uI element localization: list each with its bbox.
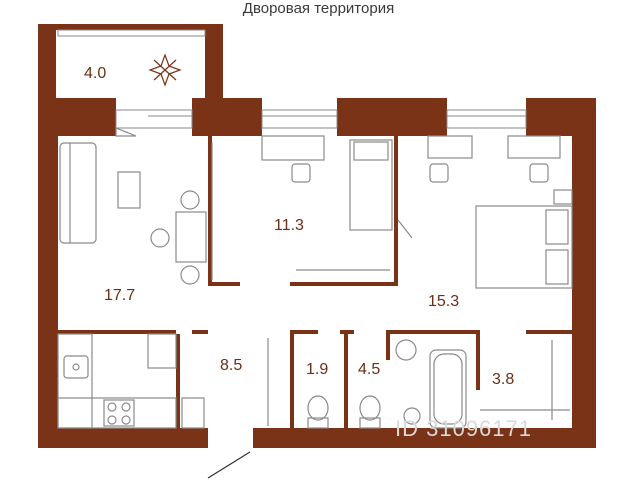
window-living <box>115 109 193 129</box>
bottom-wall-right <box>253 428 596 448</box>
wall-hall-top-left <box>58 330 176 334</box>
wall-wardrobe-top <box>526 330 572 334</box>
area-hall: 8.5 <box>220 357 242 374</box>
walls <box>38 24 596 448</box>
wall-wardrobe-left <box>476 330 480 390</box>
balcony-wall-top <box>38 24 223 30</box>
double-bed <box>475 205 573 289</box>
pillow-2 <box>545 249 569 285</box>
watermark: ID 31096171 <box>395 416 532 441</box>
wall-bedroom-bottom-2 <box>290 282 398 286</box>
chair-l <box>429 163 449 183</box>
desk-left <box>427 135 473 159</box>
kitchen-counter-left <box>57 333 93 429</box>
chair-2 <box>150 228 170 248</box>
area-wc: 1.9 <box>306 361 328 378</box>
room-labels: 4.0 17.7 11.3 15.3 8.5 1.9 4.5 3.8 <box>84 65 514 388</box>
area-balcony: 4.0 <box>84 65 106 82</box>
stove <box>103 399 135 427</box>
area-wardrobe: 3.8 <box>492 371 514 388</box>
window-bedroom-small <box>261 109 338 129</box>
window-sills <box>58 35 526 117</box>
wall-hall-top-mid <box>192 330 208 334</box>
area-bedroom-small: 11.3 <box>274 217 304 234</box>
pillow-1 <box>545 209 569 245</box>
compass-icon <box>148 53 182 87</box>
chair-3 <box>180 265 200 285</box>
pillow <box>353 141 389 161</box>
door-swing <box>397 219 413 239</box>
balcony-door-swing <box>115 127 137 137</box>
yard-caption: Дворовая территория <box>242 0 395 17</box>
chair-1 <box>180 190 200 210</box>
bedroom-small-furniture <box>211 135 393 280</box>
fridge <box>147 333 177 369</box>
wall-living-bedroom <box>208 136 212 286</box>
washer <box>181 397 205 429</box>
wall-wc-top <box>290 330 318 334</box>
wall-bath-top-2 <box>386 330 476 334</box>
toilet-wc <box>307 395 329 421</box>
wall-wc-left <box>290 330 294 430</box>
coffee-table <box>117 171 141 209</box>
entrance-arrow <box>207 451 251 479</box>
top-wall-1 <box>38 98 116 136</box>
bedroom-large-furniture <box>397 135 573 289</box>
bath-basin <box>403 407 421 425</box>
chair-r <box>529 163 549 183</box>
desk-right <box>507 135 561 159</box>
dining-table <box>175 211 207 263</box>
bathtub <box>429 349 467 429</box>
wall-bath-right <box>386 330 390 360</box>
wall-kitchen-v <box>176 334 180 434</box>
toilet-bath <box>359 395 381 421</box>
wall-bedrooms <box>394 136 398 286</box>
wall-bath-left <box>344 330 348 430</box>
bed-single <box>349 139 393 231</box>
sofa <box>59 142 97 244</box>
wall-bedroom-bottom <box>208 282 240 286</box>
area-living: 17.7 <box>104 287 135 304</box>
kitchen <box>57 333 205 429</box>
nightstand <box>553 189 573 205</box>
balcony-wall-right <box>205 24 223 100</box>
bath-sink <box>395 339 417 361</box>
top-wall-2 <box>192 98 262 136</box>
kitchen-counter-bottom <box>57 397 177 429</box>
area-bedroom-large: 15.3 <box>428 293 459 310</box>
chair <box>291 163 311 183</box>
balcony-wall-left <box>38 24 56 100</box>
bottom-wall-left <box>38 428 208 448</box>
living-furniture <box>59 127 207 285</box>
windows <box>57 29 527 129</box>
window-bedroom-large <box>446 109 527 129</box>
sink <box>63 355 89 379</box>
outer-wall-right <box>572 98 596 448</box>
desk <box>261 135 325 161</box>
area-bath: 4.5 <box>358 361 380 378</box>
bathrooms <box>267 338 570 429</box>
balcony-window <box>57 29 206 37</box>
top-wall-3 <box>337 98 447 136</box>
outer-wall-left <box>38 98 58 448</box>
